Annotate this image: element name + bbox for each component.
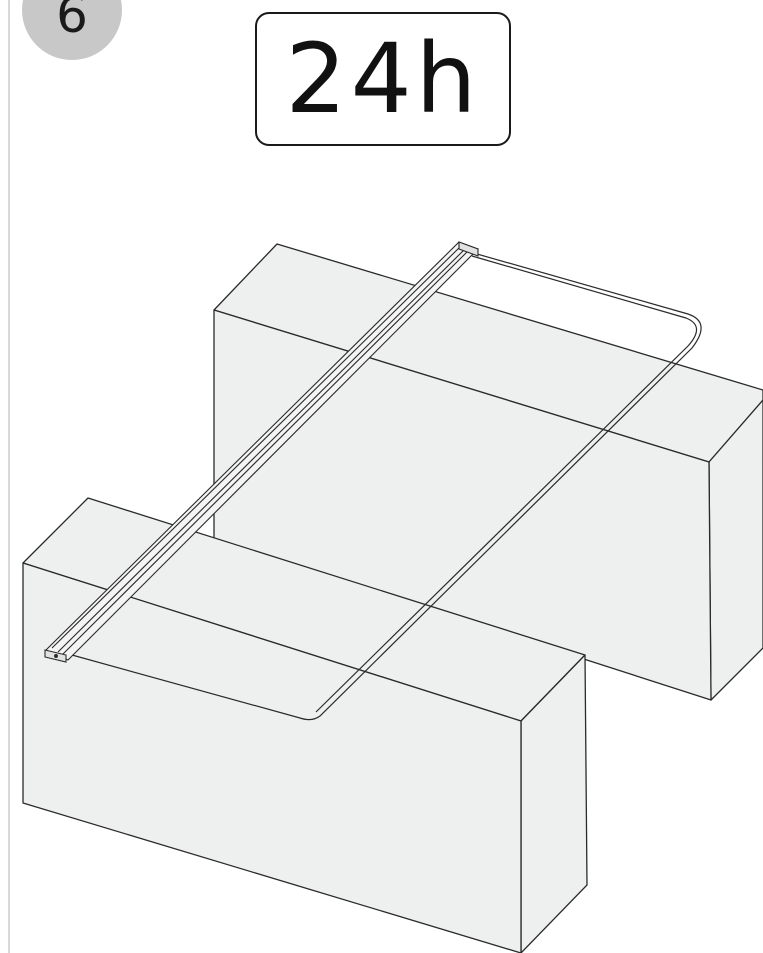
page-left-rule: [8, 0, 10, 953]
cure-time-label: 24h: [285, 23, 481, 135]
cure-time-box: 24h: [255, 12, 511, 146]
step-number: 6: [56, 0, 88, 44]
aluminium-rail: [44, 241, 479, 663]
glass-panel: [71, 251, 702, 721]
